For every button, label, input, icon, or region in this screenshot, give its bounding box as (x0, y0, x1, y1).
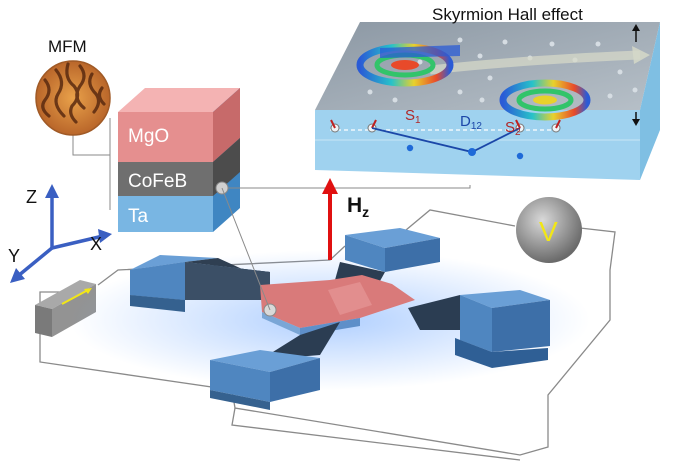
ta-label: Ta (128, 206, 149, 227)
current-direction-arrow (61, 289, 89, 305)
spin-sites (330, 119, 561, 133)
ta-layer (118, 196, 213, 232)
d12-label: D12 (460, 113, 482, 132)
mfm-label: MFM (48, 37, 87, 56)
skyrmion-1 (356, 43, 460, 87)
coordinate-axes (10, 184, 112, 283)
mgo-label: MgO (128, 126, 169, 147)
field-arrow (322, 178, 338, 260)
mfm-image: MFM (35, 37, 111, 136)
skyrmion-2 (499, 79, 591, 121)
cofeb-label: CoFeB (128, 171, 187, 192)
axis-x-label: X (90, 234, 102, 254)
skyrmion-inset: S1 D12 S2 (315, 22, 660, 180)
right-contact-pad (408, 290, 550, 368)
connector-lines (72, 118, 471, 311)
axis-y-label: Y (8, 246, 20, 266)
field-label: Hz (347, 194, 369, 220)
s2-label: S2 (505, 119, 521, 138)
layer-stack: MgO CoFeB Ta (118, 88, 240, 232)
left-contact-pad (130, 255, 270, 312)
s1-label: S1 (405, 107, 421, 126)
voltmeter: V (516, 197, 582, 263)
inset-title: Skyrmion Hall effect (432, 5, 583, 24)
mgo-layer (118, 112, 213, 162)
voltmeter-label: V (539, 216, 558, 247)
bottom-contact-pad (210, 322, 340, 410)
axis-z-label: Z (26, 187, 37, 207)
cofeb-layer (118, 162, 213, 196)
